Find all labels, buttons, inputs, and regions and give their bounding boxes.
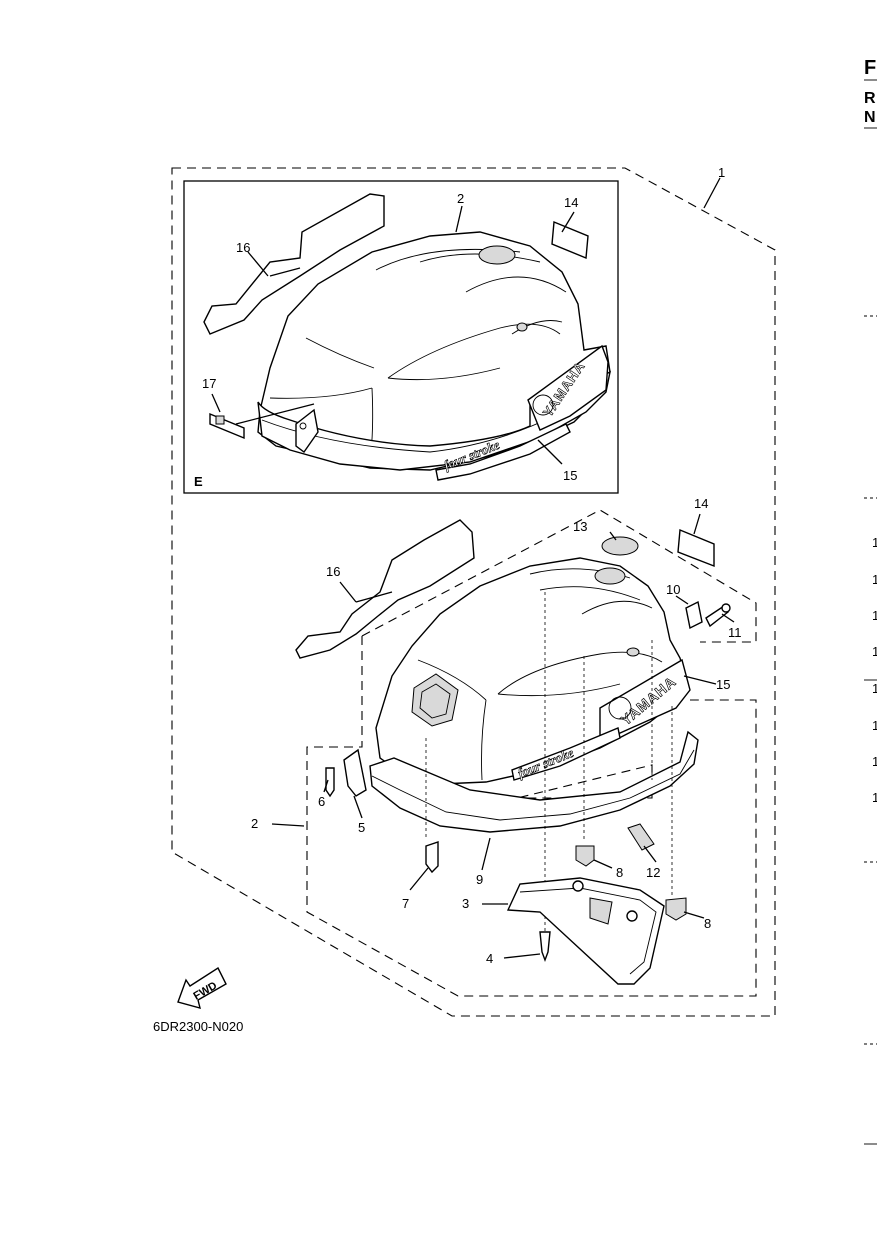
callout-15: 15 bbox=[716, 677, 730, 692]
callout-7: 7 bbox=[402, 896, 409, 911]
callout-5: 5 bbox=[358, 820, 365, 835]
callout-8a: 8 bbox=[616, 865, 623, 880]
part-7 bbox=[425, 841, 439, 874]
callout-10: 10 bbox=[666, 582, 680, 597]
margin-num-2: 1 bbox=[872, 572, 877, 587]
assembly-boundary-1 bbox=[171, 167, 776, 1017]
part-8a bbox=[575, 845, 595, 867]
callout-2: 2 bbox=[251, 816, 258, 831]
callout-16-inset: 16 bbox=[236, 240, 250, 255]
part-16 bbox=[295, 519, 475, 659]
callout-8b: 8 bbox=[704, 916, 711, 931]
callout-2-inset: 2 bbox=[457, 191, 464, 206]
assembly-boundary-top bbox=[361, 509, 757, 643]
margin-num-3: 1 bbox=[872, 608, 877, 623]
callout-15-inset: 15 bbox=[563, 468, 577, 483]
top-cowling bbox=[375, 557, 687, 785]
header-fragment-r: R bbox=[864, 90, 876, 107]
callout-11: 11 bbox=[728, 625, 742, 640]
margin-num-8: 1 bbox=[872, 790, 877, 805]
part-13-cap bbox=[601, 536, 639, 556]
assembly-boundary-2 bbox=[306, 636, 757, 997]
inset-frame-label: E bbox=[194, 474, 203, 489]
part-5-hook bbox=[343, 748, 367, 797]
part-9-seal bbox=[369, 730, 699, 833]
callout-3: 3 bbox=[462, 896, 469, 911]
margin-num-1: 1 bbox=[872, 535, 877, 550]
diagram-code: 6DR2300-N020 bbox=[153, 1019, 244, 1034]
inset-part-16 bbox=[203, 193, 385, 335]
inset-part-14 bbox=[551, 220, 589, 260]
callout-14-inset: 14 bbox=[564, 195, 578, 210]
callout-13: 13 bbox=[573, 519, 587, 534]
callout-9: 9 bbox=[476, 872, 483, 887]
part-4-screw bbox=[539, 931, 551, 962]
part-10 bbox=[685, 600, 703, 630]
inset-part-15-band bbox=[527, 344, 609, 431]
fwd-arrow-icon: FWD bbox=[177, 966, 227, 1009]
callout-17: 17 bbox=[202, 376, 216, 391]
part-12 bbox=[627, 823, 655, 851]
callout-12: 12 bbox=[646, 865, 660, 880]
margin-num-6: 1 bbox=[872, 718, 877, 733]
callout-14: 14 bbox=[694, 496, 708, 511]
part-14 bbox=[677, 528, 715, 568]
header-fragment-n: N bbox=[864, 109, 876, 126]
callout-4: 4 bbox=[486, 951, 493, 966]
header-fragment-f: F bbox=[864, 57, 877, 79]
margin-num-7: 1 bbox=[872, 754, 877, 769]
margin-num-5: 1 bbox=[872, 681, 877, 696]
part-3-handle bbox=[506, 877, 665, 985]
callout-6: 6 bbox=[318, 794, 325, 809]
margin-num-4: 1 bbox=[872, 644, 877, 659]
part-8b bbox=[665, 897, 687, 921]
callout-1: 1 bbox=[718, 165, 725, 180]
callout-16: 16 bbox=[326, 564, 340, 579]
